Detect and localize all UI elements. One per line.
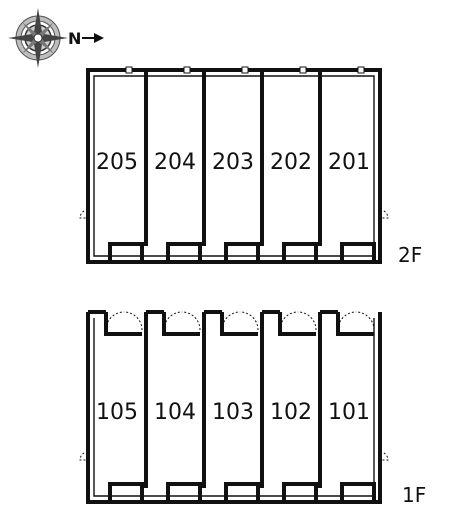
north-arrow-icon [82, 33, 104, 43]
floor-label-1f: 1F [402, 483, 426, 507]
floor-1f-top-entries [104, 312, 374, 336]
unit-102: 102 [270, 400, 312, 425]
floor-1f-plan [79, 310, 389, 504]
unit-101: 101 [328, 400, 370, 425]
unit-204: 204 [154, 150, 196, 175]
floor-2f-side-door-right [379, 209, 389, 219]
floor-1f-side-door-right [379, 451, 389, 461]
floor-2f-entries [108, 242, 376, 262]
floor-1f-inner-wall [93, 318, 375, 497]
compass-rose-icon [8, 8, 68, 68]
floor-2f-outer-wall [86, 68, 382, 264]
floor-2f-plan [79, 66, 389, 264]
unit-205: 205 [96, 150, 138, 175]
unit-203: 203 [212, 150, 254, 175]
unit-105: 105 [96, 400, 138, 425]
floor-1f-bottom-entries [108, 482, 376, 502]
floor-label-2f: 2F [398, 243, 422, 267]
floor-1f-outer-wall [86, 312, 382, 504]
unit-104: 104 [154, 400, 196, 425]
floor-2f-windows [125, 66, 365, 74]
unit-103: 103 [212, 400, 254, 425]
floor-1f-side-door-left [79, 451, 89, 461]
compass-north-label: N [68, 29, 81, 48]
unit-202: 202 [270, 150, 312, 175]
unit-201: 201 [328, 150, 370, 175]
floor-2f-side-door-left [79, 209, 89, 219]
floor-1f-door-swings [105, 311, 375, 331]
